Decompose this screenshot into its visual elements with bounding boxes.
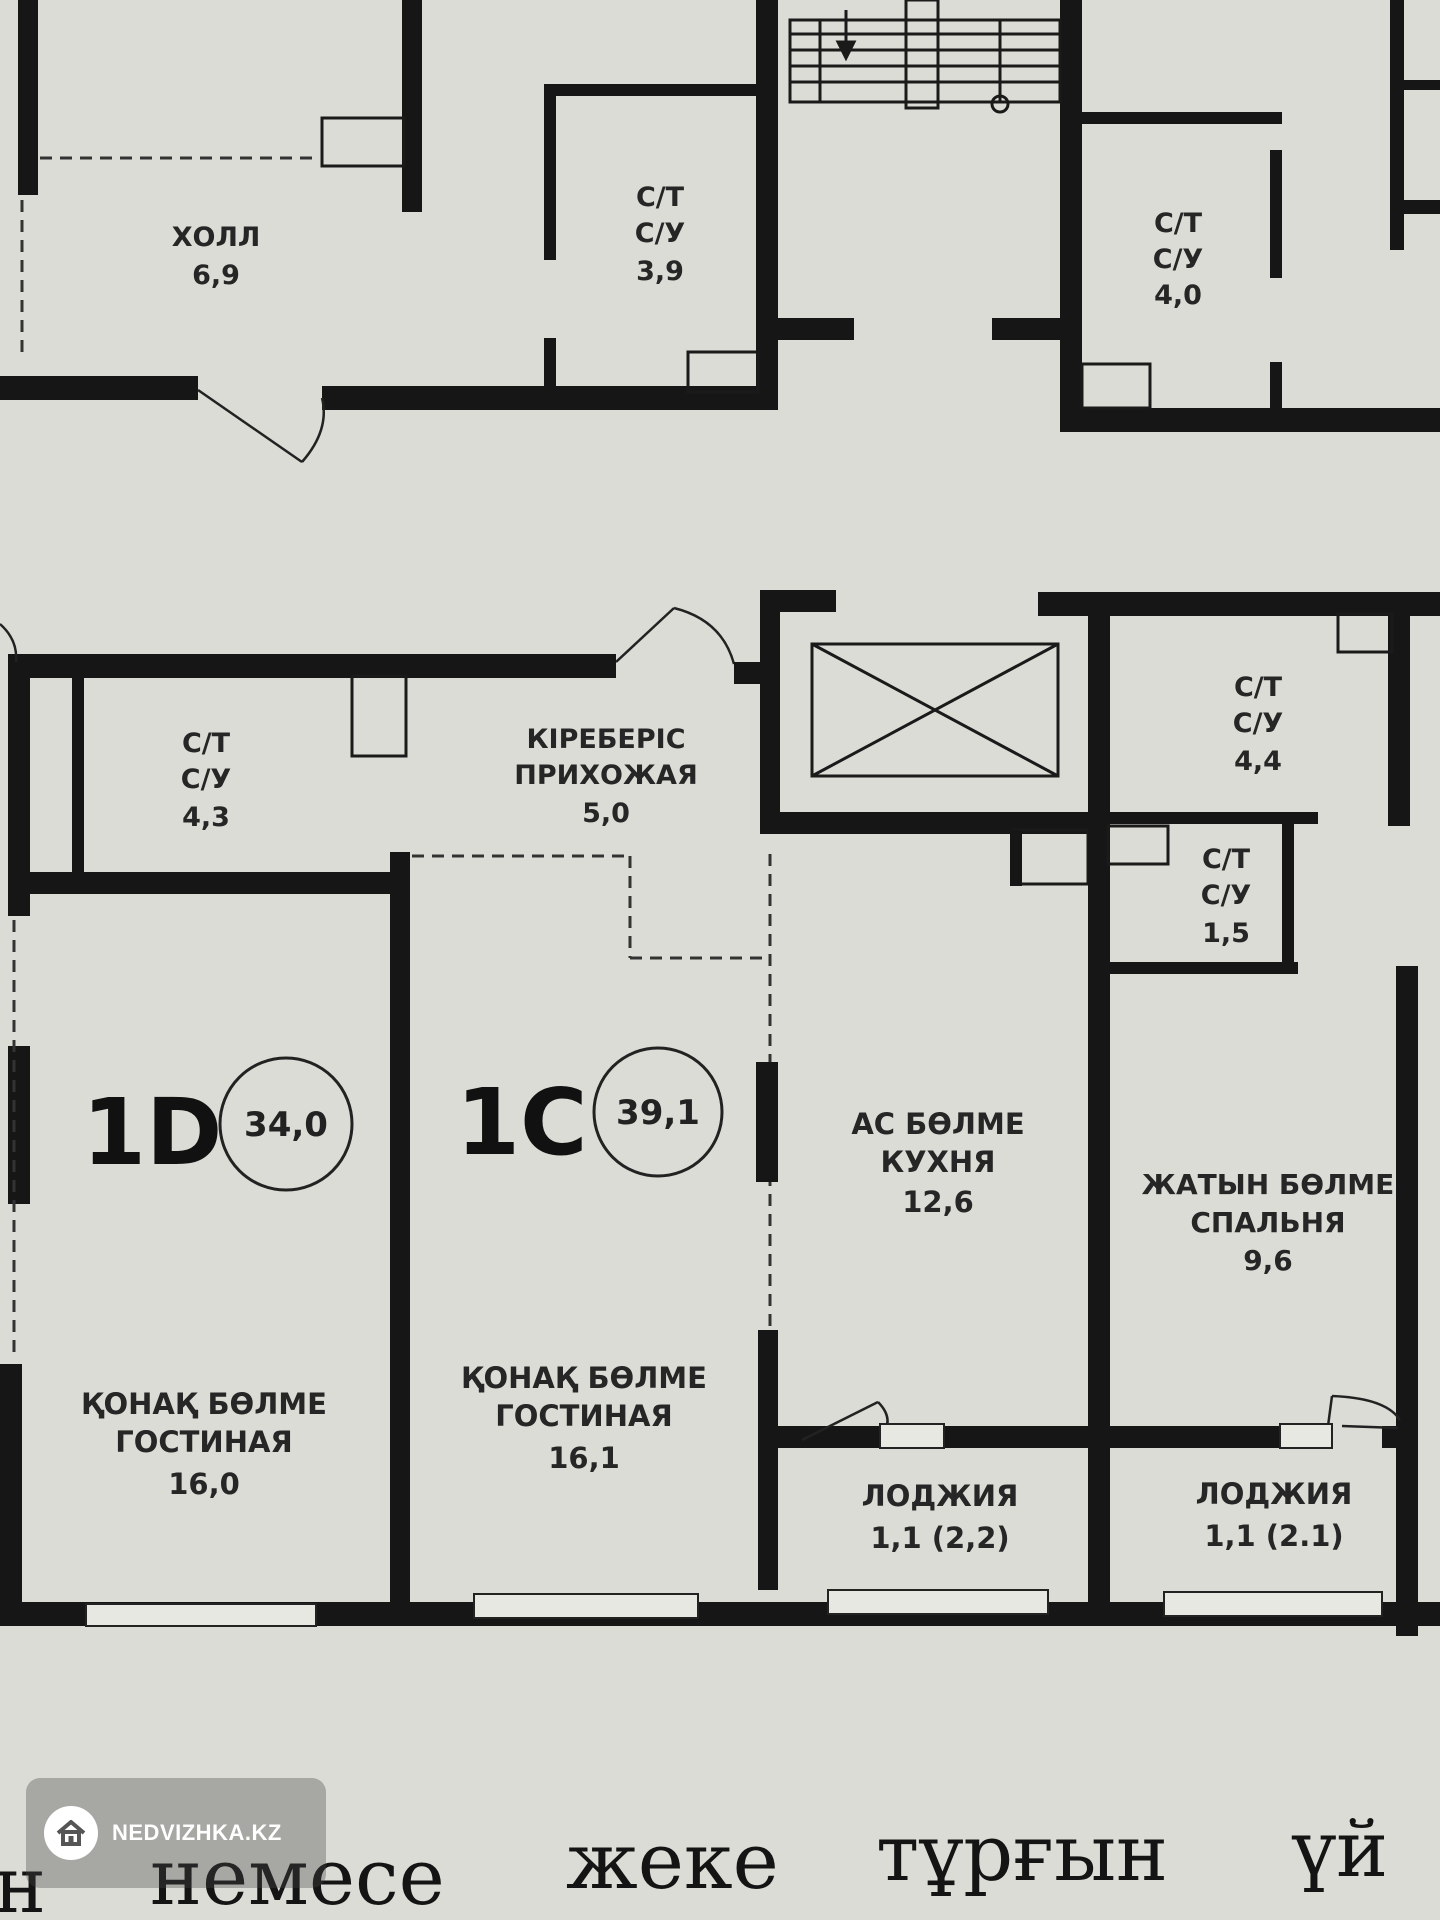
top-section-walls <box>0 0 1440 464</box>
shaft <box>810 642 1060 778</box>
room-bath-right1-name-ru: С/У <box>1233 708 1284 739</box>
room-bedroom-name-kz: ЖАТЫН БӨЛМЕ <box>1142 1168 1395 1201</box>
room-hallway-name-ru: ПРИХОЖАЯ <box>514 760 698 791</box>
room-bath-top2-area: 4,0 <box>1154 280 1202 311</box>
caption-word-4: тұрғын <box>876 1809 1168 1899</box>
room-bath-top2-name-ru: С/У <box>1153 244 1204 275</box>
hall-door <box>197 388 326 464</box>
unit-1d-area-badge <box>218 1056 354 1192</box>
room-loggia2-area: 1,1 (2.1) <box>1204 1519 1343 1553</box>
room-hallway-name-kz: КІРЕБЕРІС <box>526 724 685 755</box>
caption-word-3: жеке <box>566 1817 779 1907</box>
watermark-text: NEDVIZHKA.KZ <box>112 1820 282 1845</box>
room-living-1d-name-ru: ГОСТИНАЯ <box>115 1425 293 1459</box>
room-bath-right1-name-kz: С/Т <box>1234 672 1283 703</box>
room-bedroom-name-ru: СПАЛЬНЯ <box>1190 1206 1345 1239</box>
room-bath-top1-name-ru: С/У <box>635 218 686 249</box>
room-hall-area: 6,9 <box>192 260 240 291</box>
room-living-1c-name-kz: ҚОНАҚ БӨЛМЕ <box>461 1361 707 1395</box>
room-bath-right2-name-ru: С/У <box>1201 880 1252 911</box>
loggia-doors <box>801 1394 1402 1449</box>
room-living-1d-area: 16,0 <box>168 1467 240 1501</box>
room-kitchen-area: 12,6 <box>902 1185 974 1219</box>
room-bath-top1-area: 3,9 <box>636 256 684 287</box>
room-bedroom-area: 9,6 <box>1243 1244 1293 1277</box>
unit-1d-code: 1D <box>82 1079 222 1186</box>
room-loggia1-name: ЛОДЖИЯ <box>862 1479 1019 1513</box>
room-bath-right2-area: 1,5 <box>1202 918 1250 949</box>
room-kitchen-name-kz: АС БӨЛМЕ <box>851 1107 1024 1141</box>
unit-1c-area: 39,1 <box>616 1093 700 1133</box>
room-bath-right1-area: 4,4 <box>1234 746 1282 777</box>
windows <box>85 1589 1383 1627</box>
room-bath-1d-name-ru: С/У <box>181 764 232 795</box>
unit-1c-area-badge <box>592 1046 724 1178</box>
room-kitchen-name-ru: КУХНЯ <box>880 1145 995 1179</box>
room-bath-right2-name-kz: С/Т <box>1202 844 1251 875</box>
room-loggia1-area: 1,1 (2,2) <box>870 1521 1009 1555</box>
room-living-1c-area: 16,1 <box>548 1441 620 1475</box>
unit-1d-area: 34,0 <box>244 1105 328 1145</box>
room-bath-1d-area: 4,3 <box>182 802 230 833</box>
caption-word-2: немесе <box>150 1833 445 1920</box>
bottom-section-walls <box>0 590 1440 1636</box>
unit-1c-code: 1C <box>456 1069 588 1176</box>
room-hall-name: ХОЛЛ <box>172 222 261 253</box>
stairs <box>788 0 1062 114</box>
caption-word-1: н <box>0 1841 46 1920</box>
room-bath-top1-name-kz: С/Т <box>636 182 685 213</box>
room-hallway-area: 5,0 <box>582 798 630 829</box>
room-living-1d-name-kz: ҚОНАҚ БӨЛМЕ <box>81 1387 327 1421</box>
house-icon <box>44 1806 98 1860</box>
watermark: NEDVIZHKA.KZ <box>26 1778 326 1888</box>
room-bath-1d-name-kz: С/Т <box>182 728 231 759</box>
room-bath-top2-name-kz: С/Т <box>1154 208 1203 239</box>
caption-word-5: үй <box>1291 1805 1388 1895</box>
room-loggia2-name: ЛОДЖИЯ <box>1196 1477 1353 1511</box>
room-living-1c-name-ru: ГОСТИНАЯ <box>495 1399 673 1433</box>
